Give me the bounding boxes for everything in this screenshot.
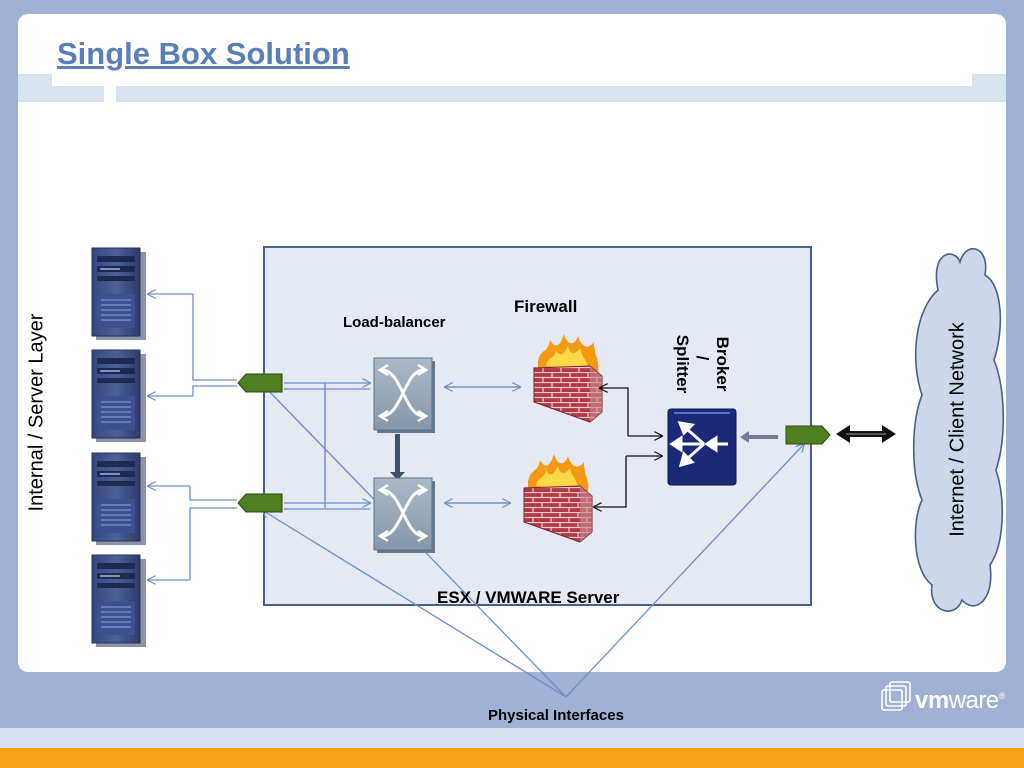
splitter-router-icon [667, 408, 737, 486]
switch-icon-bottom [372, 476, 437, 555]
switch-icon-top [372, 356, 437, 435]
nic-icon-1 [237, 373, 283, 393]
slide-title: Single Box Solution [57, 36, 350, 71]
broker-word: Broker [713, 336, 732, 392]
logo-vm: vm [915, 687, 949, 714]
internal-layer-label: Internal / Server Layer [25, 313, 48, 512]
esx-server-label: ESX / VMWARE Server [437, 588, 620, 607]
server-icon-4 [91, 554, 147, 648]
internet-network-label: Internet / Client Network [946, 322, 969, 537]
vmware-logo-text: vmware® [915, 687, 1005, 715]
vmware-logo [881, 681, 911, 711]
server-icon-3 [91, 452, 147, 546]
server-icon-1 [91, 247, 147, 341]
nic-icon-2 [237, 493, 283, 513]
cloud-icon [912, 248, 1005, 612]
load-balancer-label: Load-balancer [343, 314, 446, 331]
logo-registered: ® [998, 691, 1006, 701]
footer-bar [0, 748, 1024, 768]
server-icon-2 [91, 349, 147, 443]
nic-icon-3 [785, 425, 831, 445]
firewall-label: Firewall [514, 297, 578, 316]
physical-interfaces-label: Physical Interfaces [488, 707, 624, 724]
logo-ware: ware [948, 687, 1000, 714]
